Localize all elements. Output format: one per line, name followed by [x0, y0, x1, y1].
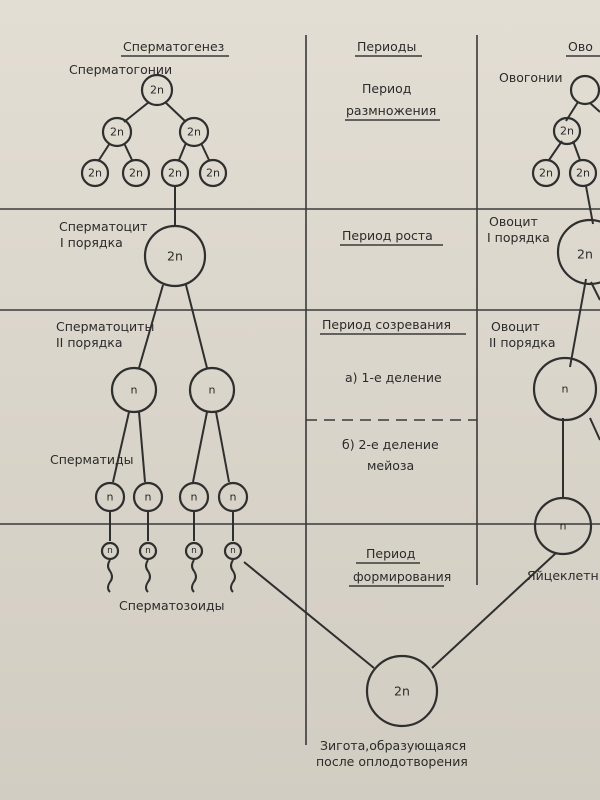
header-oogenesis: Ово — [568, 39, 593, 54]
svg-text:2n: 2n — [88, 167, 102, 180]
svg-text:2n: 2n — [150, 84, 164, 97]
spermatocyte-1: 2n — [143, 224, 207, 288]
period-reproduction-line2: размножения — [346, 103, 436, 118]
svg-text:n: n — [230, 491, 237, 504]
period-growth: Период роста — [342, 228, 433, 243]
svg-text:n: n — [191, 491, 198, 504]
svg-text:2n: 2n — [110, 126, 124, 139]
label-oocyte-2-line1: Овоцит — [491, 319, 540, 334]
label-spermatocytes-2-line2: II порядка — [56, 335, 122, 350]
header-periods: Периоды — [357, 39, 416, 54]
svg-text:n: n — [560, 520, 567, 533]
svg-text:n: n — [107, 546, 113, 556]
label-egg: Яйцеклетн — [527, 568, 599, 583]
spermatogonium-right: 2n — [178, 116, 210, 148]
zygote: 2n — [365, 654, 439, 728]
svg-text:2n: 2n — [560, 125, 574, 138]
period-formation-line1: Период — [366, 546, 415, 561]
svg-text:n: n — [131, 384, 138, 397]
svg-text:n: n — [145, 546, 151, 556]
spermatogonium-top: 2n — [140, 73, 174, 107]
spermatocyte-2-left: n — [110, 366, 158, 414]
spermatozoon-2: n — [138, 541, 158, 561]
svg-text:2n: 2n — [577, 247, 593, 262]
svg-text:n: n — [107, 491, 114, 504]
label-spermatocytes-2-line1: Сперматоциты — [56, 319, 154, 334]
svg-text:n: n — [191, 546, 197, 556]
spermatid-2: n — [132, 481, 164, 513]
oogonium-leaf-1: 2n — [531, 158, 561, 188]
period-division-2-line2: мейоза — [367, 458, 414, 473]
label-spermatocyte-1-line1: Сперматоцит — [59, 219, 147, 234]
period-reproduction-line1: Период — [362, 81, 411, 96]
svg-text:n: n — [145, 491, 152, 504]
spermatogenesis-lineage — [98, 101, 375, 669]
oocyte-1: 2n — [556, 218, 600, 286]
svg-text:2n: 2n — [206, 167, 220, 180]
spermatogonium-left: 2n — [101, 116, 133, 148]
svg-text:n: n — [562, 383, 569, 396]
svg-text:n: n — [230, 546, 236, 556]
svg-text:2n: 2n — [187, 126, 201, 139]
period-formation-line2: формирования — [353, 569, 451, 584]
svg-text:2n: 2n — [167, 249, 183, 264]
spermatogonium-leaf-1: 2n — [80, 158, 110, 188]
spermatid-4: n — [217, 481, 249, 513]
spermatozoon-1: n — [100, 541, 120, 561]
spermatozoon-4: n — [223, 541, 243, 561]
label-oocyte-2-line2: II порядка — [489, 335, 555, 350]
svg-text:2n: 2n — [168, 167, 182, 180]
label-spermatids: Сперматиды — [50, 452, 134, 467]
label-spermatogonia: Сперматогонии — [69, 62, 172, 77]
label-oocyte-1-line1: Овоцит — [489, 214, 538, 229]
header-spermatogenesis: Сперматогенез — [123, 39, 224, 54]
label-oogonia: Овогонии — [499, 70, 563, 85]
oogonium-mid: 2n — [552, 116, 582, 146]
period-division-1: а) 1-е деление — [345, 370, 442, 385]
spermatogonium-leaf-4: 2n — [198, 158, 228, 188]
oogenesis-lineage — [431, 101, 600, 669]
svg-text:2n: 2n — [576, 167, 590, 180]
spermatid-1: n — [94, 481, 126, 513]
label-spermatozoa: Сперматозоиды — [119, 598, 224, 613]
period-maturation: Период созревания — [322, 317, 451, 332]
table-grid — [0, 35, 600, 745]
label-spermatocyte-1-line2: I порядка — [60, 235, 123, 250]
svg-text:2n: 2n — [539, 167, 553, 180]
spermatogonium-leaf-3: 2n — [160, 158, 190, 188]
spermatogonium-leaf-2: 2n — [121, 158, 151, 188]
spermatid-3: n — [178, 481, 210, 513]
egg-cell: n — [533, 496, 593, 556]
label-oocyte-1-line2: I порядка — [487, 230, 550, 245]
label-zygote-line2: после оплодотворения — [316, 754, 468, 769]
label-zygote-line1: Зигота,образующаяся — [320, 738, 466, 753]
svg-text:n: n — [209, 384, 216, 397]
spermatocyte-2-right: n — [188, 366, 236, 414]
oogonium-top — [569, 74, 600, 106]
oogonium-leaf-2: 2n — [568, 158, 598, 188]
spermatozoon-3: n — [184, 541, 204, 561]
svg-text:2n: 2n — [129, 167, 143, 180]
svg-text:2n: 2n — [394, 684, 410, 699]
period-division-2-line1: б) 2-е деление — [342, 437, 439, 452]
oocyte-2: n — [532, 356, 598, 422]
